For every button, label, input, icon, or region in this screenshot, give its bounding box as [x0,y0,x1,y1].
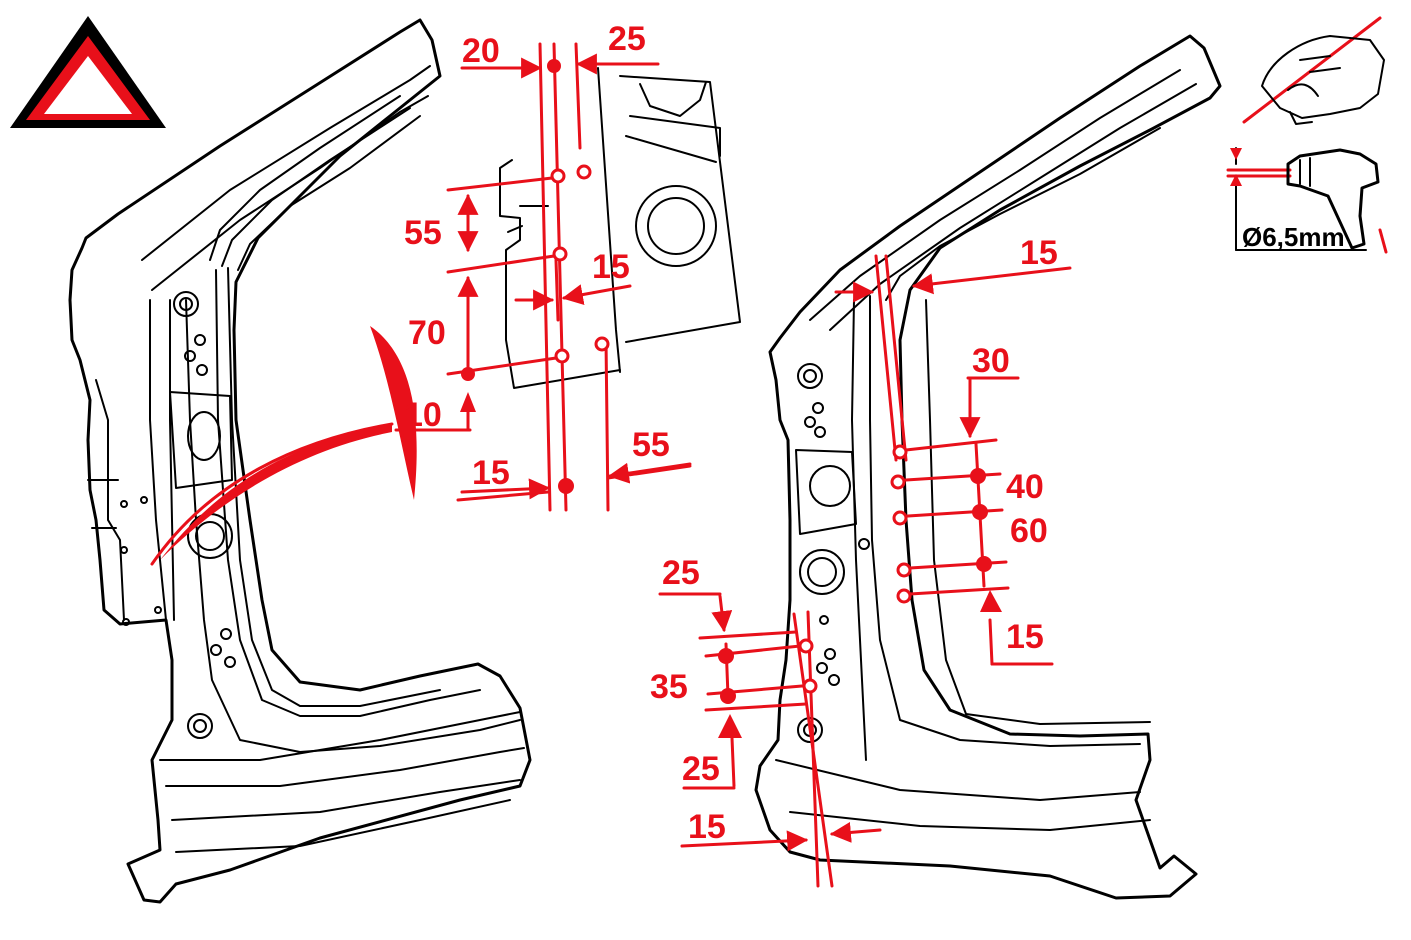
dim-35: 35 [650,668,688,706]
dim-10: 10 [404,396,442,434]
dim-30: 30 [972,342,1010,380]
right-pillar-drawing [754,34,1222,900]
dim-15-bottom: 15 [688,808,726,846]
detail-drawing [499,67,741,389]
dim-20: 20 [462,32,500,70]
dim-15-mid: 15 [1006,618,1044,656]
dim-15-upper: 15 [592,248,630,286]
dim-25-lower: 25 [682,750,720,788]
drill-icon: Ø6,5mm [1226,147,1388,254]
dim-40: 40 [1006,468,1044,506]
hand-chisel-icon [1242,16,1385,125]
dim-60: 60 [1010,512,1048,550]
dim-25: 25 [608,20,646,58]
right-dimensions: 15 30 40 60 15 [650,234,1072,888]
drill-diameter-label: Ø6,5mm [1242,222,1345,252]
dim-70: 70 [408,314,446,352]
dim-55-lower: 55 [632,426,670,464]
dim-25-upper: 25 [662,554,700,592]
dim-55: 55 [404,214,442,252]
left-pillar-drawing [68,18,532,904]
dim-15-top: 15 [1020,234,1058,272]
warning-triangle-icon [10,16,166,128]
detail-dimensions: 20 25 55 70 10 15 15 55 [394,20,692,512]
dim-15-lower: 15 [472,454,510,492]
